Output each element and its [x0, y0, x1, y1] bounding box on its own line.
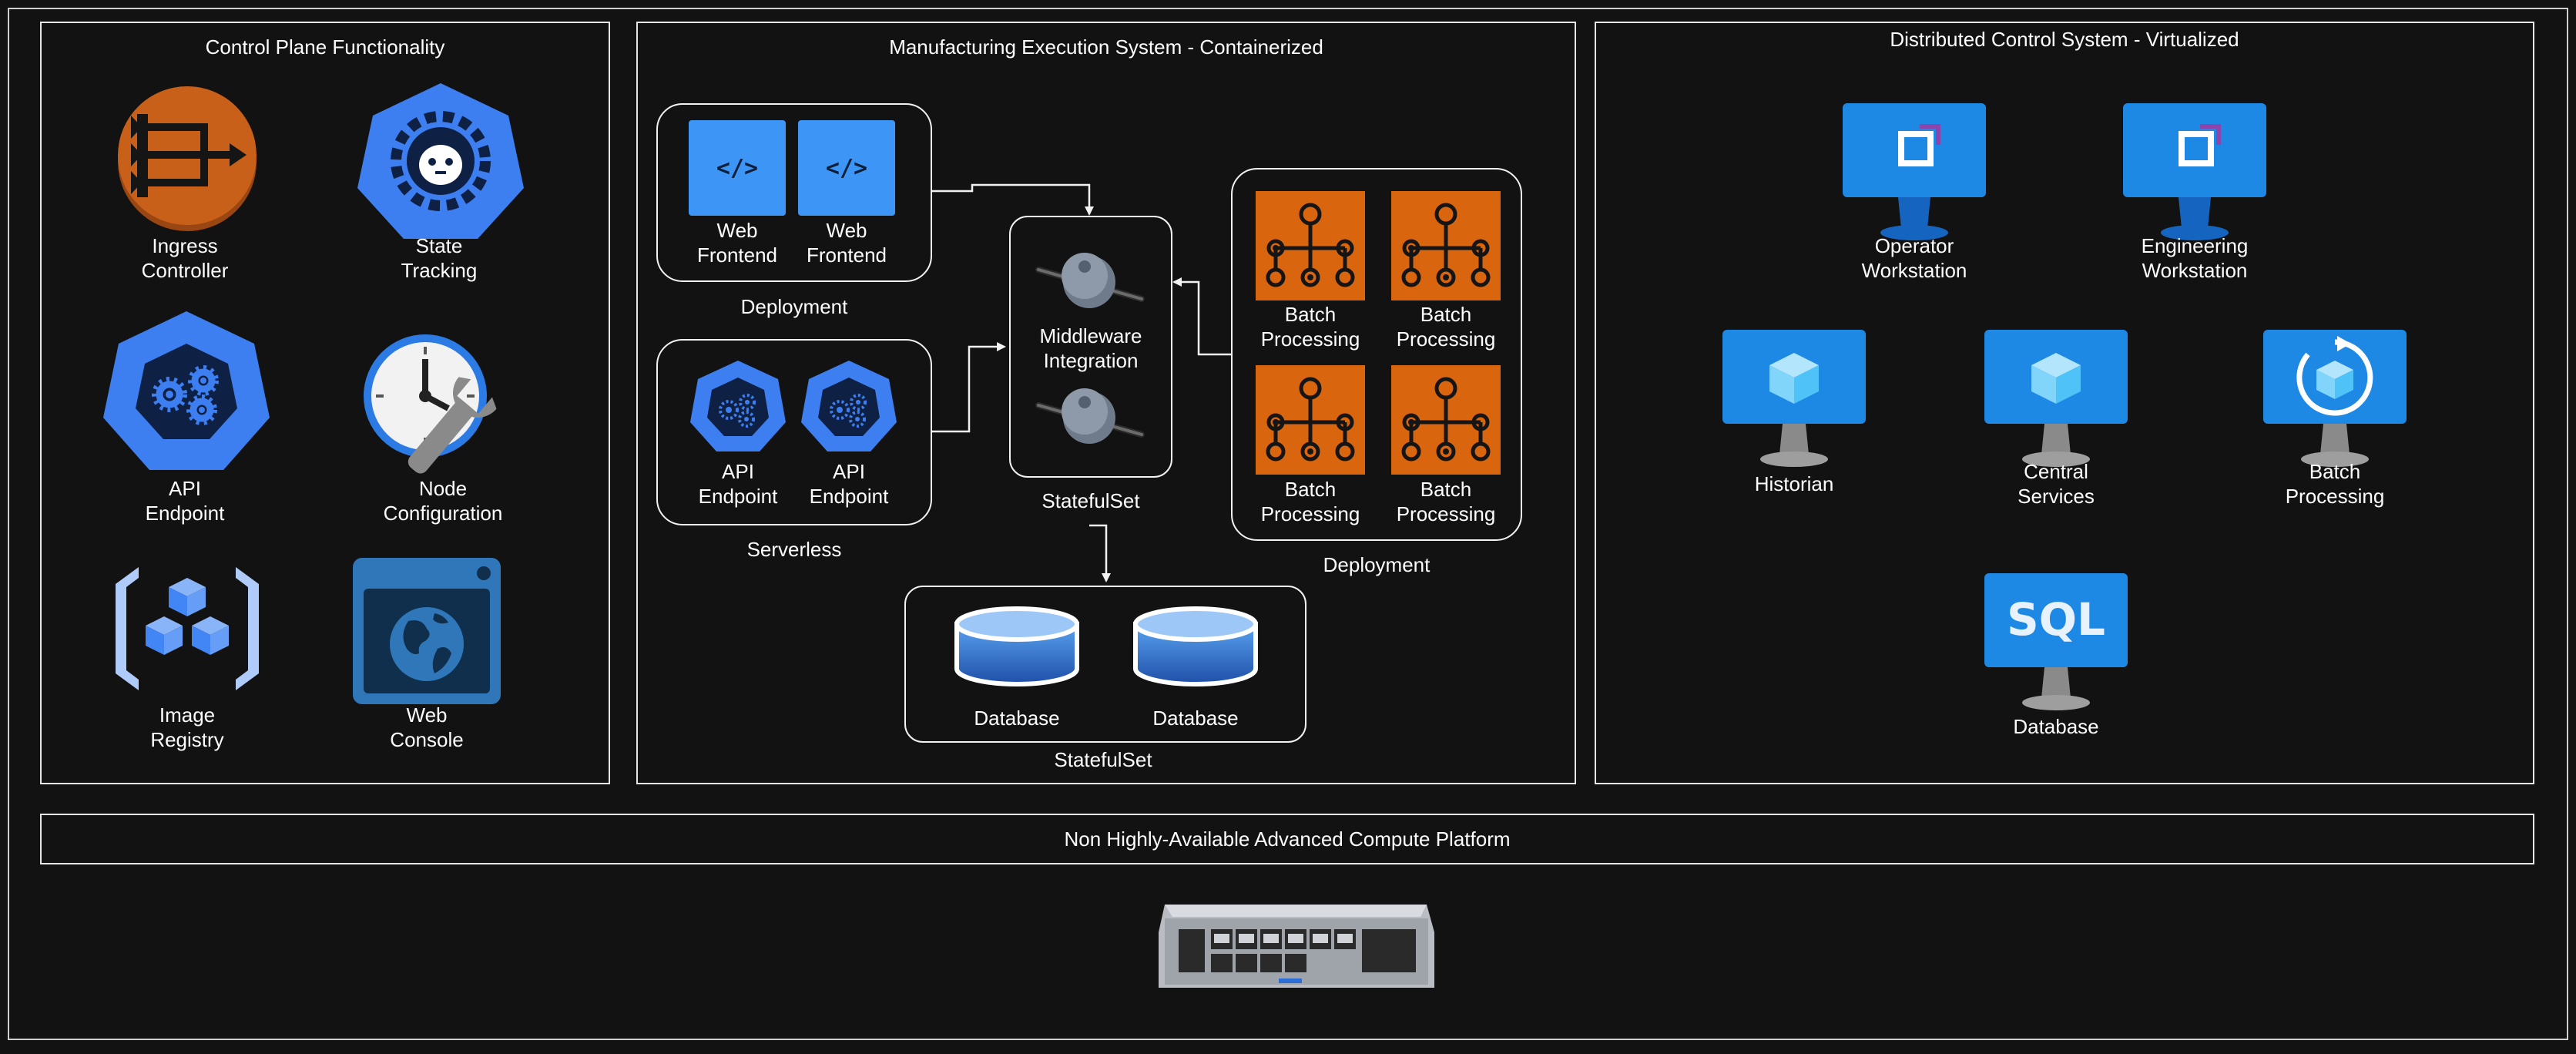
batch-deployment-label: Deployment — [1323, 553, 1431, 576]
historian-icon — [1722, 330, 1866, 467]
api-endpoint-icon — [103, 311, 270, 470]
api-endpoint-small-icon — [690, 361, 786, 451]
dcs-panel — [1595, 22, 2534, 784]
outer-frame — [8, 8, 2568, 1040]
ingress-controller-icon — [118, 86, 257, 231]
sql-database-label: Database — [2013, 715, 2099, 738]
dcs-title: Distributed Control System - Virtualized — [1890, 28, 2239, 51]
database-icon — [954, 606, 1079, 686]
database-statefulset-box — [904, 586, 1306, 743]
database-2-label: Database — [1152, 707, 1239, 730]
sql-database-icon: SQL — [1984, 573, 2128, 710]
historian-label: Historian — [1754, 472, 1834, 495]
platform-label: Non Highly-Available Advanced Compute Pl… — [1064, 827, 1511, 851]
database-statefulset-label: StatefulSet — [1054, 748, 1152, 771]
control-plane-title: Control Plane Functionality — [205, 35, 445, 59]
batch-processing-icon — [1391, 191, 1501, 300]
sql-screen-text: SQL — [2007, 593, 2105, 646]
middleware-gear-icon — [1035, 253, 1145, 308]
batch-processing-icon — [1256, 191, 1365, 300]
database-1-label: Database — [974, 707, 1060, 730]
operator-workstation-icon — [1843, 103, 1986, 240]
batch-processing-icon — [1391, 365, 1501, 475]
database-icon — [1133, 606, 1258, 686]
serverless-box — [656, 339, 932, 525]
middleware-box — [1009, 216, 1172, 478]
web-frontend-2-icon: </> — [798, 120, 895, 216]
state-tracking-icon — [357, 83, 524, 239]
batch-processing-vm-icon — [2263, 330, 2407, 467]
web-frontend-1-icon: </> — [689, 120, 786, 216]
image-registry-icon — [116, 567, 259, 690]
mes-title: Manufacturing Execution System - Contain… — [889, 35, 1323, 59]
node-configuration-icon — [364, 334, 497, 474]
middleware-gear-icon — [1035, 388, 1145, 444]
batch-processing-icon — [1256, 365, 1365, 475]
central-services-icon — [1984, 330, 2128, 467]
api-endpoint-small-icon — [801, 361, 897, 451]
web-console-icon — [353, 558, 501, 704]
serverless-label: Serverless — [746, 538, 842, 561]
platform-bar — [40, 814, 2534, 864]
web-deployment-label: Deployment — [740, 295, 848, 318]
mes-panel — [636, 22, 1576, 784]
middleware-statefulset-label: StatefulSet — [1041, 489, 1140, 512]
batch-deployment-box — [1231, 168, 1522, 541]
server-hardware-icon — [1159, 905, 1434, 988]
engineering-workstation-icon — [2123, 103, 2266, 240]
web-deployment-box — [656, 103, 932, 282]
control-plane-panel — [40, 22, 610, 784]
